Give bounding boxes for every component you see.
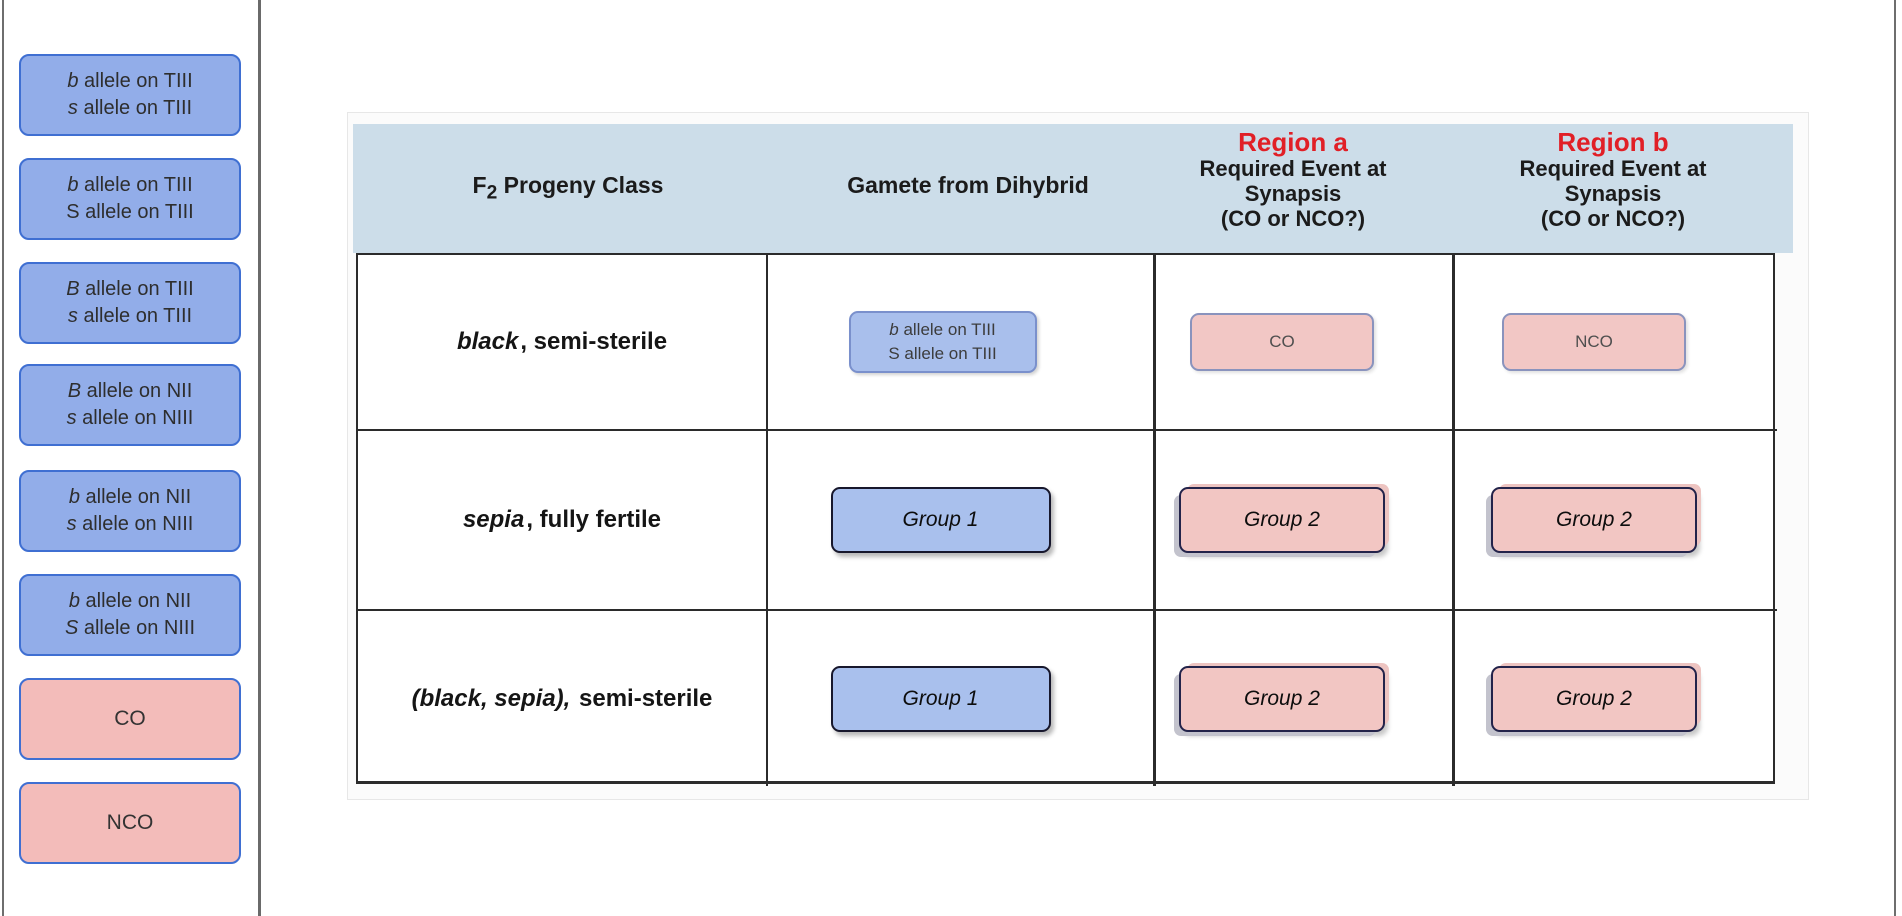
row1-progeny-label-cell: black, semi-sterile (358, 255, 768, 431)
row2-region-b-dropzone[interactable]: Group 2 (1455, 431, 1777, 611)
chip-line: s allele on NIII (66, 407, 194, 429)
chip-b-NII-s-NIII[interactable]: b allele on NII s allele on NIII (19, 470, 241, 552)
chip-label: Group 2 (1244, 686, 1320, 710)
row1-region-b-dropzone[interactable]: NCO (1455, 255, 1777, 431)
page-left-border (2, 0, 4, 916)
chip-label: Group 2 (1556, 508, 1632, 531)
placed-chip-group1[interactable]: Group 1 (830, 487, 1051, 553)
chip-label: Group 2 (1556, 686, 1632, 710)
placed-chip-group2[interactable]: Group 2 (1179, 665, 1385, 732)
chip-label: CO (114, 707, 146, 730)
chip-line: S allele on NIII (64, 617, 196, 639)
exercise-table: F2 Progeny Class Gamete from Dihybrid Re… (347, 112, 1809, 800)
chip-b-TIII-s-TIII[interactable]: b allele on TIII s allele on TIII (19, 54, 241, 136)
row2-region-a-dropzone[interactable]: Group 2 (1156, 431, 1455, 611)
chip-label: NCO (1575, 332, 1613, 351)
region-b-title: Region b (1557, 127, 1669, 157)
chip-label: CO (1269, 332, 1295, 351)
chip-label: NCO (106, 811, 154, 834)
row1-region-a-dropzone[interactable]: CO (1156, 255, 1455, 431)
row3-gamete-dropzone[interactable]: Group 1 (768, 611, 1156, 786)
chip-line: S allele on TIII (66, 201, 194, 223)
header-progeny-class: F2 Progeny Class (472, 172, 664, 204)
table-header-band: F2 Progeny Class Gamete from Dihybrid Re… (353, 124, 1793, 253)
placed-chip-group2[interactable]: Group 2 (1491, 665, 1697, 732)
chip-B-NII-s-NIII[interactable]: B allele on NII s allele on NIII (19, 364, 241, 446)
chip-B-TIII-s-TIII[interactable]: B allele on TIII s allele on TIII (19, 262, 241, 344)
table-body: black, semi-sterile b allele on TIII S a… (356, 253, 1777, 786)
chip-line: b allele on TIII (67, 174, 193, 196)
row-label: black, semi-sterile (456, 328, 668, 355)
placed-chip-group1[interactable]: Group 1 (830, 665, 1051, 732)
chip-line: b allele on NII (68, 590, 192, 612)
chip-line: S allele on TIII (888, 344, 997, 363)
placed-chip-group2[interactable]: Group 2 (1491, 487, 1697, 553)
placed-chip-group2[interactable]: Group 2 (1179, 487, 1385, 553)
row3-region-b-dropzone[interactable]: Group 2 (1455, 611, 1777, 786)
placed-chip-b-TIII-S-TIII[interactable]: b allele on TIII S allele on TIII (848, 311, 1037, 373)
chip-line: b allele on TIII (889, 320, 996, 339)
chip-line: s allele on TIII (67, 97, 193, 119)
chip-line: s allele on NIII (66, 513, 194, 535)
placed-chip-nco[interactable]: NCO (1502, 313, 1686, 371)
chip-label: Group 2 (1244, 508, 1320, 531)
chip-line: s allele on TIII (67, 305, 193, 327)
row3-region-a-dropzone[interactable]: Group 2 (1156, 611, 1455, 786)
header-region-a: Region a Required Event at Synapsis (CO … (1143, 128, 1443, 231)
chip-label: Group 1 (902, 686, 979, 710)
row1-gamete-dropzone[interactable]: b allele on TIII S allele on TIII (768, 255, 1156, 431)
chip-line: B allele on NII (67, 380, 193, 402)
row2-gamete-dropzone[interactable]: Group 1 (768, 431, 1156, 611)
page-right-border (1894, 0, 1896, 916)
chip-line: b allele on TIII (67, 70, 193, 92)
row2-progeny-label-cell: sepia, fully fertile (358, 431, 768, 611)
region-a-title: Region a (1238, 127, 1348, 157)
chip-co[interactable]: CO (19, 678, 241, 760)
chip-b-NII-S-NIII[interactable]: b allele on NII S allele on NIII (19, 574, 241, 656)
sidebar-divider (258, 0, 261, 916)
row-label: (black, sepia), semi-sterile (411, 684, 713, 712)
chip-label: Group 1 (902, 508, 979, 531)
chip-line: b allele on NII (68, 486, 192, 508)
row-label: sepia, fully fertile (462, 506, 662, 533)
chip-nco[interactable]: NCO (19, 782, 241, 864)
row3-progeny-label-cell: (black, sepia), semi-sterile (358, 611, 768, 786)
chip-b-TIII-S-TIII[interactable]: b allele on TIII S allele on TIII (19, 158, 241, 240)
header-region-b: Region b Required Event at Synapsis (CO … (1463, 128, 1763, 231)
header-gamete: Gamete from Dihybrid (847, 172, 1089, 198)
chip-line: B allele on TIII (66, 278, 194, 300)
placed-chip-co[interactable]: CO (1190, 313, 1374, 371)
